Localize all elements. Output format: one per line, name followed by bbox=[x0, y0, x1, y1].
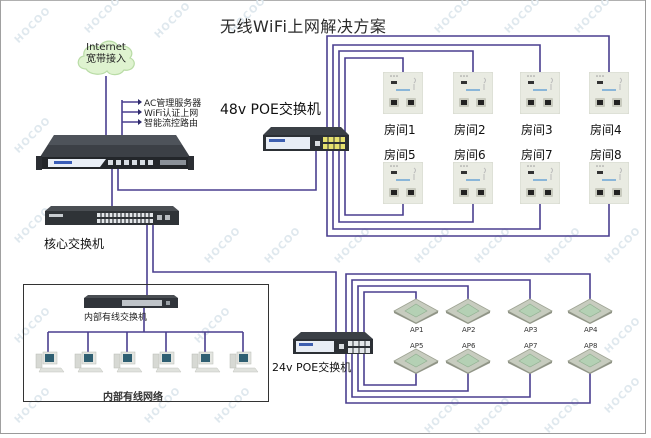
poe24-label: 24v POE交换机 bbox=[272, 361, 352, 374]
ceiling-ap-icon bbox=[445, 348, 491, 374]
ap-label: AP6 bbox=[462, 342, 476, 350]
router-feature-wifi-auth: WiFi认证上网 bbox=[144, 109, 199, 119]
wire-room1 bbox=[344, 57, 404, 140]
inner-switch-icon bbox=[84, 295, 178, 308]
arrow-icon bbox=[138, 99, 142, 105]
ap-label: AP3 bbox=[524, 326, 538, 334]
room-label: 房间6 bbox=[454, 148, 486, 162]
internet-label: Internet 宽带接入 bbox=[74, 42, 138, 66]
wall-panel-ap-icon bbox=[382, 71, 424, 115]
ceiling-ap-icon bbox=[567, 348, 613, 374]
pc-computer-icon bbox=[35, 350, 65, 374]
frame-left bbox=[0, 0, 1, 434]
wire-ap2 bbox=[357, 285, 469, 342]
frame-top bbox=[0, 0, 646, 1]
poe48-label: 48v POE交换机 bbox=[220, 102, 321, 118]
ceiling-ap-icon bbox=[393, 298, 439, 324]
poe24-switch-icon bbox=[293, 332, 373, 354]
room-label: 房间2 bbox=[454, 123, 486, 137]
ceiling-ap-icon bbox=[507, 298, 553, 324]
wire-core-poe24 bbox=[152, 224, 337, 345]
wall-panel-ap-icon bbox=[452, 161, 494, 205]
wire-router-features bbox=[121, 100, 138, 136]
ceiling-ap-icon bbox=[507, 348, 553, 374]
router-feature-ac: AC管理服务器 bbox=[144, 99, 202, 109]
wire-ap7 bbox=[351, 346, 531, 398]
wire-ap1 bbox=[363, 291, 417, 342]
ap-label: AP2 bbox=[462, 326, 476, 334]
ceiling-ap-icon bbox=[567, 298, 613, 324]
wall-panel-ap-icon bbox=[382, 161, 424, 205]
internet-line2: 宽带接入 bbox=[86, 54, 126, 65]
room-label: 房间4 bbox=[590, 123, 622, 137]
internet-cloud-icon bbox=[77, 40, 135, 76]
room-label: 房间5 bbox=[384, 148, 416, 162]
pc-computer-icon bbox=[229, 350, 259, 374]
core-switch-label: 核心交换机 bbox=[44, 237, 105, 251]
wall-panel-ap-icon bbox=[588, 71, 630, 115]
wall-panel-ap-icon bbox=[519, 71, 561, 115]
wire-ap6 bbox=[357, 346, 469, 392]
ap-label: AP1 bbox=[410, 326, 424, 334]
inner-network-label: 内部有线网络 bbox=[103, 392, 163, 403]
room-label: 房间7 bbox=[521, 148, 553, 162]
wire-room7 bbox=[332, 145, 541, 230]
wire-inner-bus bbox=[47, 306, 244, 352]
wire-room8 bbox=[326, 145, 610, 237]
inner-network-box bbox=[23, 284, 269, 402]
arrow-icon bbox=[138, 109, 142, 115]
diagram-title: 无线WiFi上网解决方案 bbox=[220, 17, 387, 36]
wire-room3 bbox=[332, 44, 541, 140]
room-label: 房间3 bbox=[521, 123, 553, 137]
ceiling-ap-icon bbox=[393, 348, 439, 374]
router-device-icon bbox=[36, 135, 194, 170]
ap-label: AP5 bbox=[410, 342, 424, 350]
ap-label: AP4 bbox=[584, 326, 598, 334]
wire-room2 bbox=[338, 50, 474, 140]
wire-ap5 bbox=[363, 346, 417, 386]
wall-panel-ap-icon bbox=[588, 161, 630, 205]
wire-room5 bbox=[344, 145, 404, 216]
pc-computer-icon bbox=[113, 350, 143, 374]
ceiling-ap-icon bbox=[445, 298, 491, 324]
wire-ap3 bbox=[351, 279, 531, 342]
wall-panel-ap-icon bbox=[519, 161, 561, 205]
wire-room6 bbox=[338, 145, 474, 223]
wall-panel-ap-icon bbox=[452, 71, 494, 115]
router-feature-flow-control: 智能流控路由 bbox=[144, 119, 199, 129]
ap-label: AP8 bbox=[584, 342, 598, 350]
pc-computer-icon bbox=[74, 350, 104, 374]
wire-room4 bbox=[326, 35, 610, 140]
internet-line1: Internet bbox=[86, 42, 126, 53]
poe48-switch-icon bbox=[263, 127, 349, 151]
core-switch-icon bbox=[45, 206, 179, 225]
arrow-icon bbox=[138, 119, 142, 125]
ap-label: AP7 bbox=[524, 342, 538, 350]
room-label: 房间8 bbox=[590, 148, 622, 162]
wire-router-poe48 bbox=[117, 145, 317, 191]
inner-switch-label: 内部有线交换机 bbox=[84, 313, 148, 323]
pc-computer-icon bbox=[191, 350, 221, 374]
wire-ap4 bbox=[345, 273, 591, 342]
room-label: 房间1 bbox=[384, 123, 416, 137]
pc-computer-icon bbox=[152, 350, 182, 374]
wire-ap8 bbox=[345, 346, 591, 404]
